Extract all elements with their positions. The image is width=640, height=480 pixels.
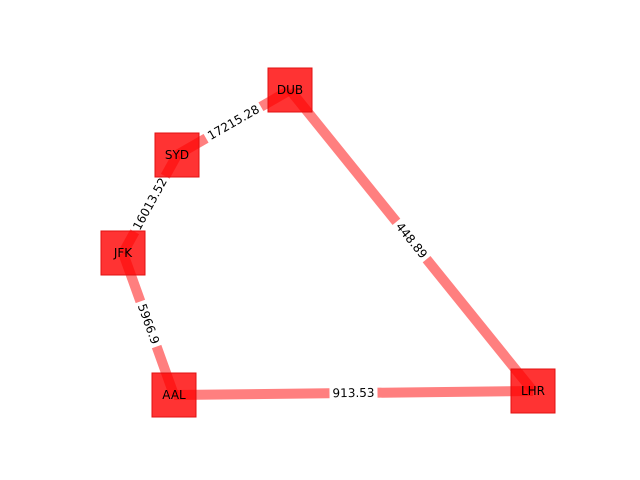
edge-label-background xyxy=(329,384,378,402)
node-label-aal: AAL xyxy=(162,388,186,402)
edge-label-group: 16013.52 xyxy=(127,172,173,236)
nodes-layer: DUB SYD JFK AAL LHR xyxy=(100,67,556,418)
node-label-jfk: JFK xyxy=(113,246,133,260)
node-label-syd: SYD xyxy=(165,148,189,162)
edge-label-background xyxy=(132,298,165,350)
edge-weight-label: 5966.9 xyxy=(135,302,162,346)
edge-weight-label: 913.53 xyxy=(332,386,374,400)
node-dub xyxy=(267,67,313,113)
edge-weight-label: 448.89 xyxy=(393,220,430,261)
edge-weight-label: 17215.28 xyxy=(205,102,262,143)
node-syd xyxy=(154,132,200,178)
edge-label-group: 448.89 xyxy=(390,216,433,265)
edge-label-group: 17215.28 xyxy=(202,99,265,146)
node-aal xyxy=(151,372,197,418)
edge-label-background xyxy=(127,172,173,236)
edge-label-background xyxy=(390,216,433,265)
node-jfk xyxy=(100,230,146,276)
node-label-dub: DUB xyxy=(277,83,303,97)
node-lhr xyxy=(510,368,556,414)
edge-label-group: 5966.9 xyxy=(132,298,165,350)
edge-label-group: 913.53 xyxy=(329,384,378,402)
edge-label-background xyxy=(202,99,265,146)
node-label-lhr: LHR xyxy=(521,384,545,398)
edge-weight-label: 16013.52 xyxy=(130,176,170,233)
